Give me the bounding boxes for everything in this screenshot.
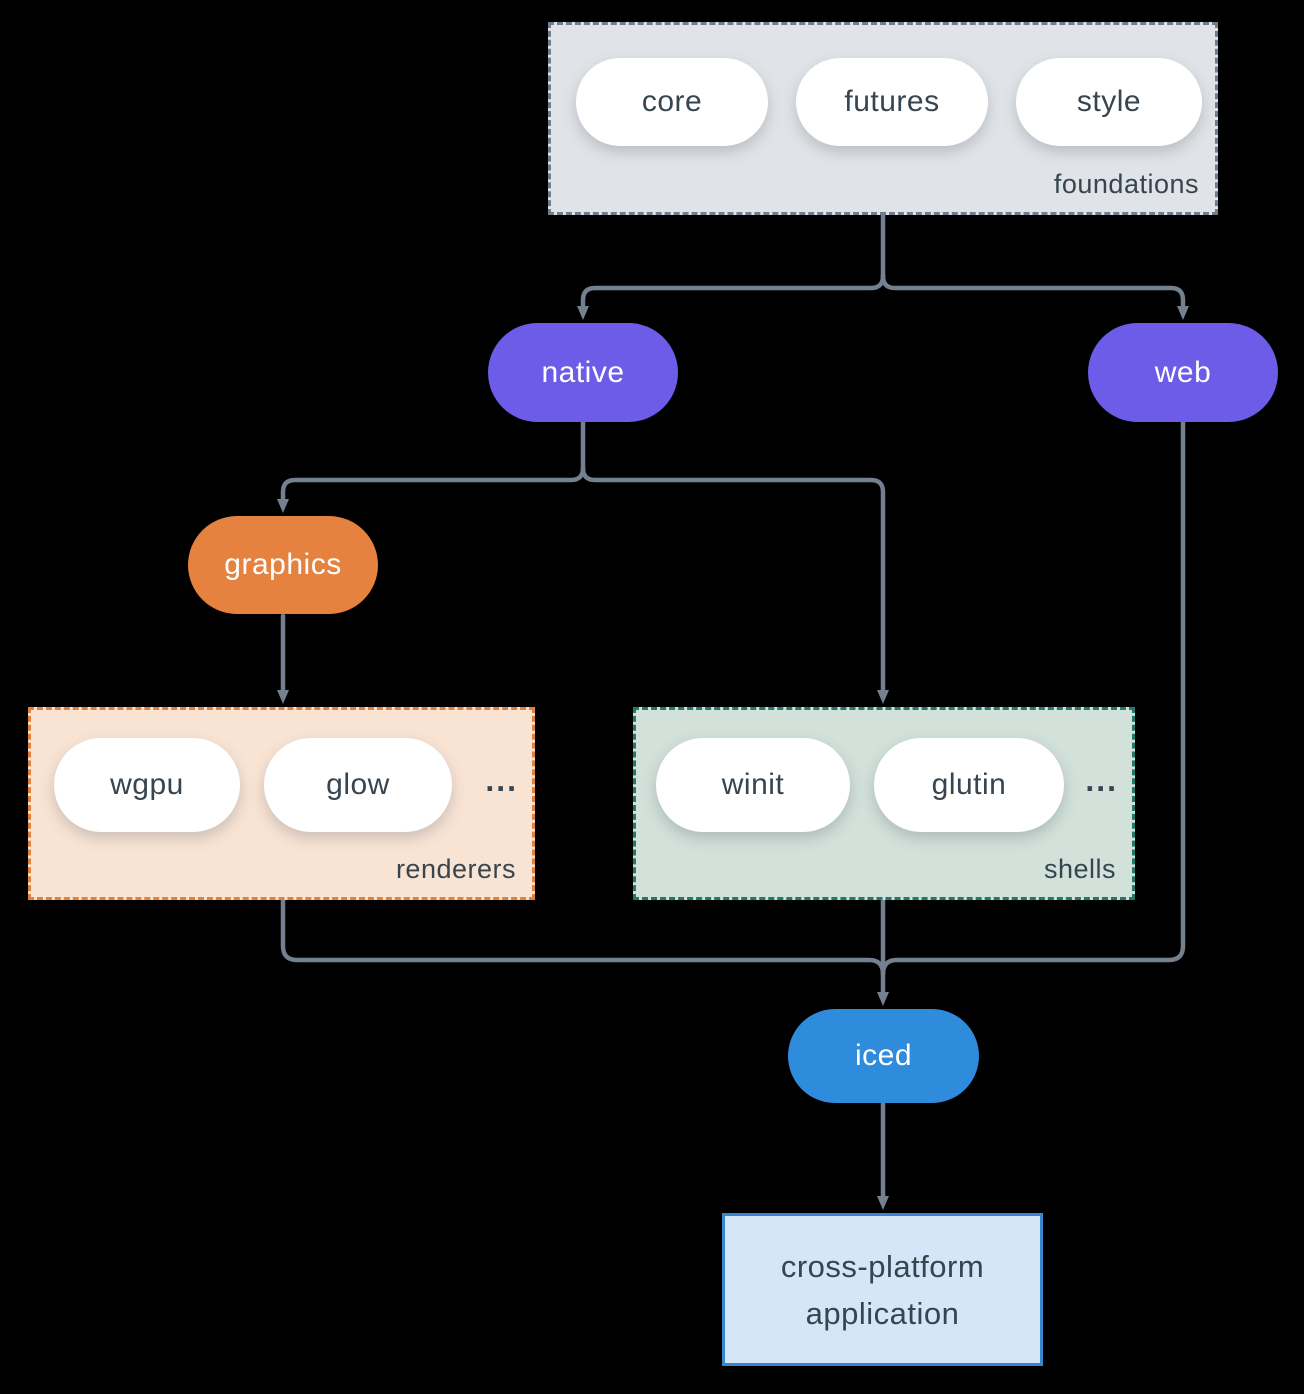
node-native: native	[488, 323, 678, 422]
node-style-label: style	[1076, 85, 1142, 118]
node-glow-label: glow	[326, 768, 390, 801]
foundations-zone-label: foundations	[1053, 169, 1199, 199]
node-futures-label: futures	[844, 85, 940, 118]
node-wgpu: wgpu	[54, 738, 240, 832]
edge-native-shells	[580, 465, 889, 704]
edge-native-graphics	[277, 465, 586, 513]
node-web: web	[1088, 323, 1278, 422]
edge-foundations-web	[880, 273, 1189, 320]
node-wgpu-label: wgpu	[110, 768, 184, 801]
renderers-zone-label: renderers	[395, 854, 516, 884]
node-winit: winit	[656, 738, 850, 832]
node-glutin: glutin	[874, 738, 1064, 832]
shells-zone-label: shells	[1043, 854, 1116, 884]
edge-foundations-native	[577, 273, 886, 320]
edge-renderers-merge	[280, 897, 886, 977]
node-iced: iced	[788, 1009, 979, 1103]
shells-ellipsis: ...	[1085, 762, 1118, 798]
node-native-label: native	[541, 355, 625, 389]
cross-platform-application-box: cross-platform application	[722, 1213, 1043, 1366]
foundations-zone: core futures style foundations	[548, 22, 1218, 215]
node-style: style	[1016, 58, 1202, 146]
node-graphics-label: graphics	[224, 548, 342, 581]
node-futures: futures	[796, 58, 988, 146]
node-glutin-label: glutin	[931, 768, 1007, 801]
application-label-line1: cross-platform	[780, 1248, 985, 1284]
renderers-ellipsis: ...	[485, 762, 518, 798]
node-iced-label: iced	[854, 1039, 913, 1072]
node-graphics: graphics	[188, 516, 378, 614]
shells-zone: winit glutin ... shells	[633, 707, 1135, 900]
node-core: core	[576, 58, 768, 146]
node-web-label: web	[1154, 355, 1212, 389]
node-core-label: core	[641, 85, 703, 118]
node-glow: glow	[264, 738, 452, 832]
application-label-line2: application	[805, 1295, 960, 1331]
renderers-zone: wgpu glow ... renderers	[28, 707, 535, 900]
node-winit-label: winit	[721, 768, 785, 801]
